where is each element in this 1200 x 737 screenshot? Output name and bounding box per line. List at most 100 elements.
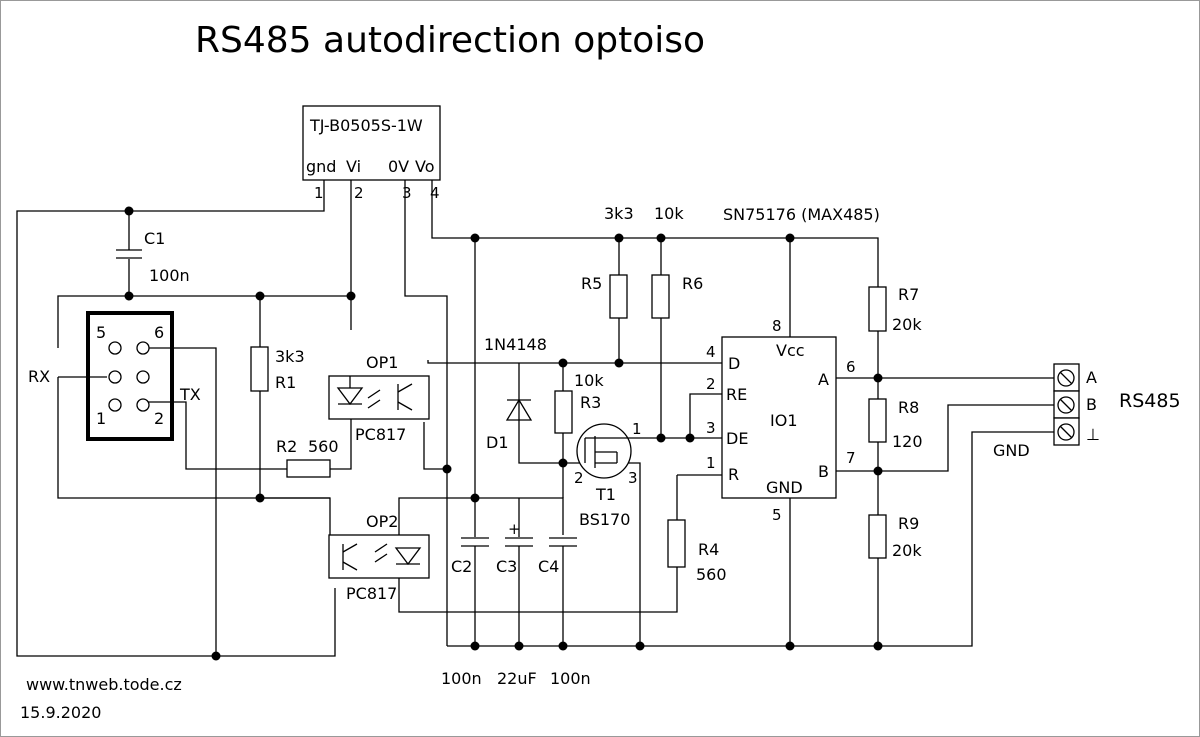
- ic-pin-b: B: [818, 462, 829, 481]
- dcdc-pin-vi: Vi: [346, 157, 361, 176]
- t1-pin-2: 2: [574, 469, 584, 487]
- junctions: [124, 206, 883, 661]
- conn-pin-6: 6: [154, 323, 164, 342]
- d1-part: 1N4148: [484, 335, 547, 354]
- c3-value: 22uF: [497, 669, 537, 688]
- tx-label: TX: [179, 385, 201, 404]
- resistor-r1: 3k3 R1: [250, 346, 305, 392]
- resistor-r8: R8 120: [868, 398, 923, 451]
- ic-pin-a: A: [818, 370, 829, 389]
- c2-value: 100n: [441, 669, 482, 688]
- conn-pin-5: 5: [96, 323, 106, 342]
- op2-part: PC817: [346, 584, 397, 603]
- ic-pin-num-a: 6: [846, 358, 856, 376]
- terminal-b: B: [1086, 395, 1097, 414]
- transceiver-io1: SN75176 (MAX485) IO1 Vcc GND D RE DE R A…: [704, 205, 880, 524]
- op1-part: PC817: [355, 425, 406, 444]
- capacitor-c1: C1 100n: [116, 229, 190, 285]
- r9-ref: R9: [898, 514, 919, 533]
- dcdc-pin-0v: 0V: [388, 157, 409, 176]
- wires: [16, 180, 1054, 657]
- footer-date: 15.9.2020: [20, 703, 101, 722]
- dcdc-pin-gnd: gnd: [306, 157, 336, 176]
- t1-part: BS170: [579, 510, 630, 529]
- r9-value: 20k: [892, 541, 922, 560]
- resistor-r6: 10k R6: [651, 204, 703, 319]
- footer-url: www.tnweb.tode.cz: [26, 675, 182, 694]
- optocoupler-op2: OP2 PC817: [328, 512, 430, 603]
- t1-pin-1: 1: [632, 420, 642, 438]
- terminal-label: RS485: [1119, 390, 1181, 412]
- rs485-terminal-block: A B ⊥ RS485 GND: [993, 363, 1181, 460]
- c4-value: 100n: [550, 669, 591, 688]
- terminal-gnd-label: GND: [993, 441, 1030, 460]
- terminal-gnd-symbol: ⊥: [1086, 425, 1100, 444]
- ic-pin-de: DE: [726, 429, 748, 448]
- r4-ref: R4: [698, 540, 719, 559]
- schematic-title: RS485 autodirection optoiso: [195, 20, 705, 61]
- diode-d1: 1N4148 D1: [484, 335, 547, 452]
- ic-pin-num-re: 2: [706, 375, 716, 393]
- c2-ref: C2: [451, 557, 472, 576]
- capacitor-c2: C2 100n: [441, 537, 489, 688]
- dcdc-part-label: TJ-B0505S-1W: [309, 116, 423, 135]
- ic-pin-re: RE: [726, 385, 747, 404]
- ic-pin-num-de: 3: [706, 419, 716, 437]
- d1-ref: D1: [486, 433, 509, 452]
- c1-ref: C1: [144, 229, 165, 248]
- serial-connector: 5 6 1 2 RX TX: [28, 311, 201, 441]
- r2-value: 560: [308, 437, 339, 456]
- capacitor-c3: + C3 22uF: [496, 520, 537, 688]
- ic-pin-d: D: [728, 354, 740, 373]
- r1-value: 3k3: [275, 347, 305, 366]
- resistor-r4: R4 560: [667, 519, 727, 584]
- r8-value: 120: [892, 432, 923, 451]
- c3-ref: C3: [496, 557, 517, 576]
- resistor-r5: 3k3 R5: [581, 204, 634, 319]
- terminal-a: A: [1086, 368, 1097, 387]
- r3-value: 10k: [574, 371, 604, 390]
- r5-ref: R5: [581, 274, 602, 293]
- ic-pin-num-vcc: 8: [772, 317, 782, 335]
- r6-ref: R6: [682, 274, 703, 293]
- dcdc-pin-num-1: 1: [314, 184, 324, 202]
- ic-gnd: GND: [766, 478, 803, 497]
- ic-pin-num-gnd: 5: [772, 506, 782, 524]
- r6-value: 10k: [654, 204, 684, 223]
- c1-value: 100n: [149, 266, 190, 285]
- dcdc-pin-num-2: 2: [354, 184, 364, 202]
- transistor-t1: 1 2 3 T1 BS170: [574, 420, 642, 529]
- r2-ref: R2: [276, 437, 297, 456]
- c4-ref: C4: [538, 557, 559, 576]
- ic-pin-r: R: [728, 465, 739, 484]
- ic-vcc: Vcc: [776, 341, 805, 360]
- optocoupler-op1: OP1 PC817: [328, 353, 430, 444]
- ic-pin-num-b: 7: [846, 449, 856, 467]
- r8-ref: R8: [898, 398, 919, 417]
- dcdc-pin-num-3: 3: [402, 184, 412, 202]
- c3-polarity: +: [508, 520, 521, 538]
- ic-part: SN75176 (MAX485): [723, 205, 880, 224]
- dcdc-pin-num-4: 4: [430, 184, 440, 202]
- conn-pin-2: 2: [154, 409, 164, 428]
- ic-ref: IO1: [770, 411, 798, 430]
- ic-pin-num-d: 4: [706, 343, 716, 361]
- conn-pin-1: 1: [96, 409, 106, 428]
- resistor-r2: R2 560: [276, 437, 339, 478]
- r4-value: 560: [696, 565, 727, 584]
- r1-ref: R1: [275, 373, 296, 392]
- r7-value: 20k: [892, 315, 922, 334]
- r7-ref: R7: [898, 285, 919, 304]
- r3-ref: R3: [580, 393, 601, 412]
- resistor-r9: R9 20k: [868, 514, 922, 560]
- capacitor-c4: C4 100n: [538, 537, 591, 688]
- ic-pin-num-r: 1: [706, 454, 716, 472]
- dcdc-converter: TJ-B0505S-1W gnd Vi 0V Vo 1 2 3 4: [302, 105, 441, 202]
- dcdc-pin-vo: Vo: [415, 157, 435, 176]
- resistor-r3: 10k R3: [554, 371, 604, 434]
- r5-value: 3k3: [604, 204, 634, 223]
- op1-ref: OP1: [366, 353, 398, 372]
